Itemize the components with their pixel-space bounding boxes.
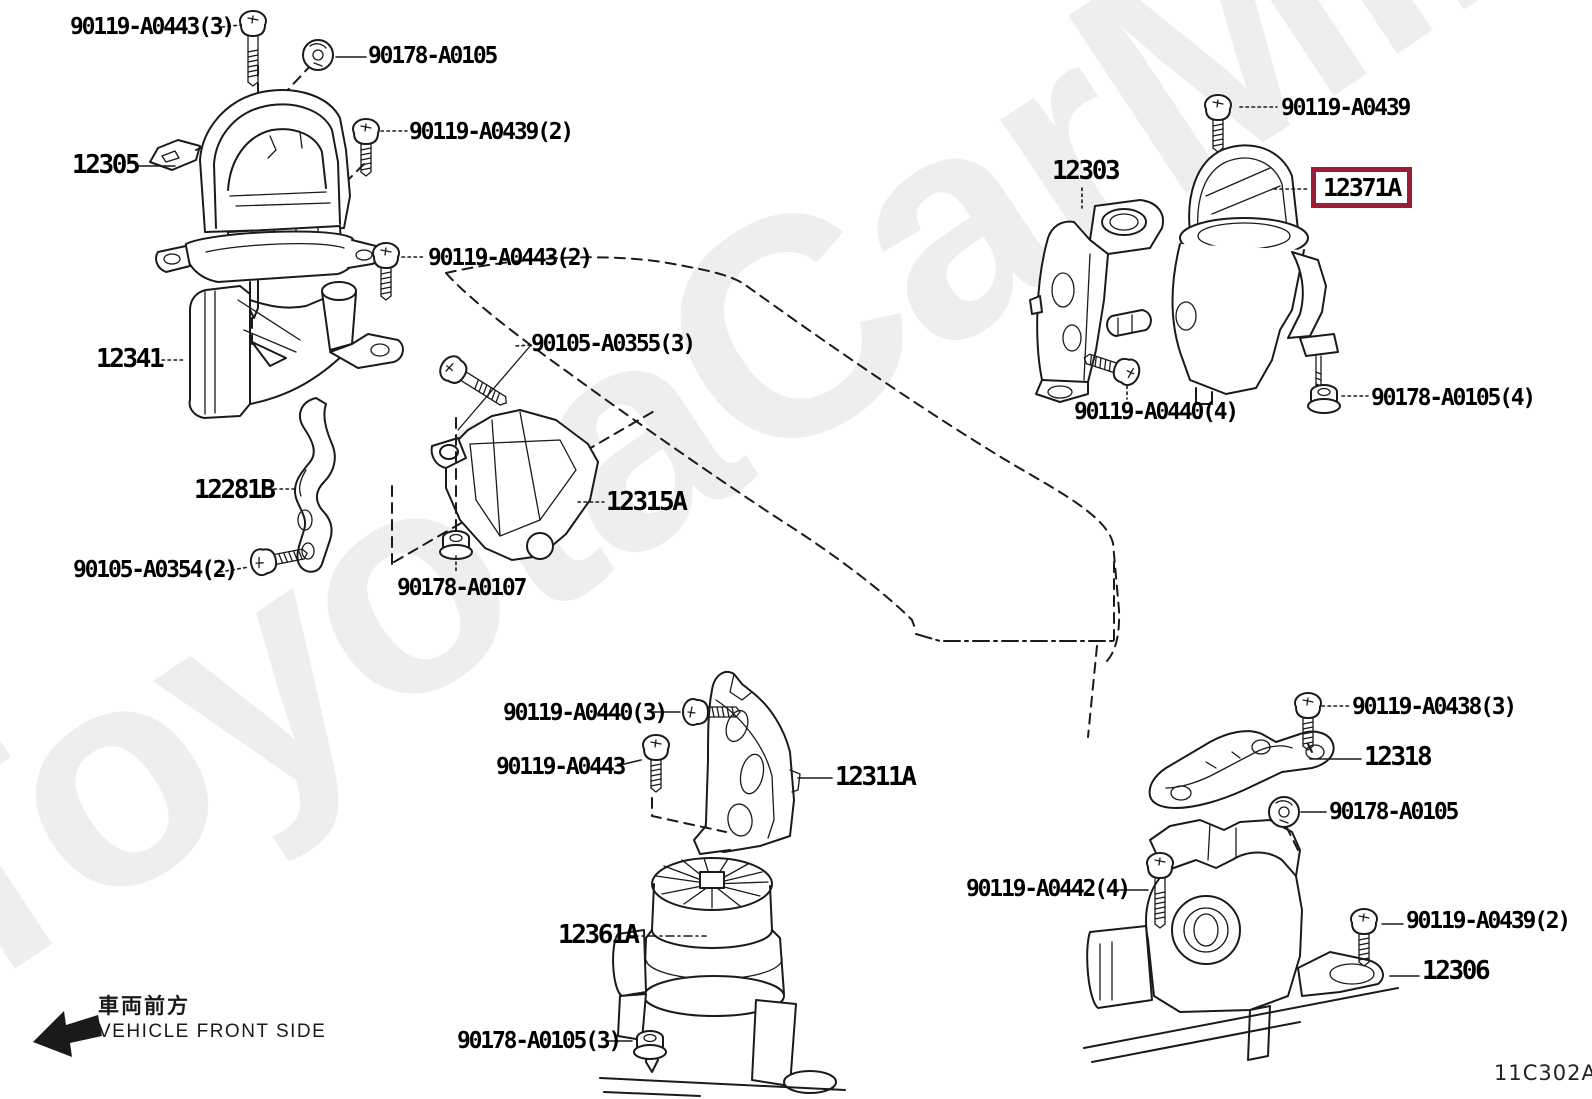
bolt-icon-90119-A0443-bottom <box>642 734 670 793</box>
part-art-12311A <box>651 671 801 855</box>
part-art-12303 <box>1029 199 1164 403</box>
callout-90178-A0105-4[interactable]: 90178-A0105(4) <box>1371 385 1536 411</box>
part-art-12306 <box>1083 819 1399 1063</box>
engine-outline <box>445 256 1121 738</box>
part-art-12315A <box>430 344 599 561</box>
part-art-12341 <box>188 281 404 419</box>
drawing-code: 11C302A <box>1494 1061 1592 1085</box>
callout-90119-A0439-top-right[interactable]: 90119-A0439 <box>1281 95 1411 121</box>
callout-90119-A0439-2-left[interactable]: 90119-A0439(2) <box>409 119 574 145</box>
callout-90119-A0443-3[interactable]: 90119-A0443(3) <box>70 14 235 40</box>
part-art-12318 <box>1148 730 1335 809</box>
callout-90178-A0105-right[interactable]: 90178-A0105 <box>1329 799 1459 825</box>
grommet-icon-90178-A0105-top <box>302 39 334 71</box>
nut-icon-90178-A0105-4 <box>1307 384 1341 414</box>
callout-90105-A0354-2[interactable]: 90105-A0354(2) <box>73 557 238 583</box>
callout-90119-A0439-2-bottom-right[interactable]: 90119-A0439(2) <box>1406 908 1571 934</box>
part-label-12315A[interactable]: 12315A <box>606 487 688 517</box>
part-art-12371A <box>1171 144 1339 405</box>
part-label-12303[interactable]: 12303 <box>1052 156 1121 186</box>
part-label-12305[interactable]: 12305 <box>72 150 141 180</box>
callout-90119-A0438-3[interactable]: 90119-A0438(3) <box>1352 694 1517 720</box>
part-art-12305 <box>149 63 381 345</box>
part-label-12318[interactable]: 12318 <box>1364 742 1433 772</box>
callout-90119-A0443-2[interactable]: 90119-A0443(2) <box>428 245 593 271</box>
vehicle-front-label-jp: 車両前方 <box>98 994 190 1018</box>
callout-90178-A0105-top[interactable]: 90178-A0105 <box>368 43 498 69</box>
callout-90119-A0440-4[interactable]: 90119-A0440(4) <box>1074 399 1239 425</box>
bolt-icon-90119-A0439-top-right <box>1204 94 1232 153</box>
callout-90178-A0105-3[interactable]: 90178-A0105(3) <box>457 1028 622 1054</box>
nut-icon-90178-A0105-3 <box>633 1030 667 1060</box>
part-label-12311A[interactable]: 12311A <box>835 762 917 792</box>
callout-90105-A0355-3[interactable]: 90105-A0355(3) <box>531 331 696 357</box>
callout-90119-A0443-bottom[interactable]: 90119-A0443 <box>496 754 626 780</box>
part-label-12281B[interactable]: 12281B <box>194 475 276 505</box>
bolt-icon-90105-A0355-3 <box>434 351 515 415</box>
bolt-icon-90119-A0439-2-left <box>352 118 380 177</box>
part-label-12361A[interactable]: 12361A <box>558 920 640 950</box>
bolt-icon-90119-A0443-2 <box>372 242 400 301</box>
grommet-icon-90178-A0105-right <box>1268 796 1300 828</box>
vehicle-front-label-en: VEHICLE FRONT SIDE <box>98 1021 327 1042</box>
callout-90119-A0440-3[interactable]: 90119-A0440(3) <box>503 700 668 726</box>
leader-lines <box>137 24 1420 1042</box>
part-art-12361A <box>599 857 846 1097</box>
part-label-12306[interactable]: 12306 <box>1422 956 1491 986</box>
part-label-12341[interactable]: 12341 <box>96 344 165 374</box>
vehicle-front-arrow-icon <box>33 1011 102 1057</box>
highlighted-part-label-12371A[interactable]: 12371A <box>1311 167 1413 209</box>
callout-90178-A0107[interactable]: 90178-A0107 <box>397 575 527 601</box>
nut-icon-90178-A0107 <box>439 530 473 560</box>
callout-90119-A0442-4[interactable]: 90119-A0442(4) <box>966 876 1131 902</box>
bolt-icon-90119-A0443-3 <box>239 10 267 87</box>
part-art-12281B <box>294 397 657 573</box>
